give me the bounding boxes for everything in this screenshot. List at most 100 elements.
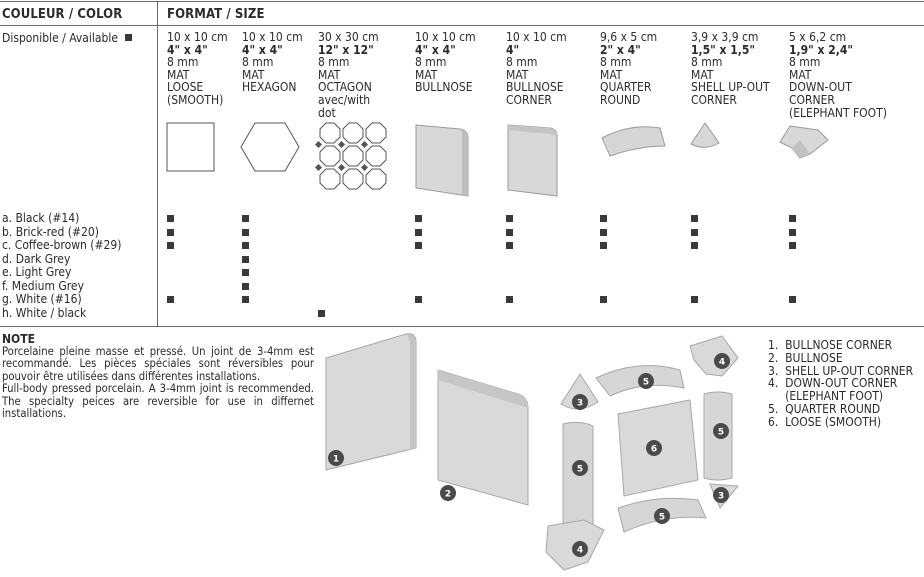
availability-square-icon xyxy=(242,296,249,303)
badge-3-bottom: 3 xyxy=(713,487,729,503)
svg-text:5: 5 xyxy=(577,465,583,475)
format-name: ROUND xyxy=(600,92,641,107)
format-name: BULLNOSE xyxy=(415,80,473,95)
svg-text:1: 1 xyxy=(333,455,339,465)
size-in: 4" xyxy=(506,42,520,57)
svg-text:2: 2 xyxy=(445,490,451,500)
finish: MAT xyxy=(318,67,341,82)
color-item: a. Black (#14) xyxy=(2,211,80,225)
color-item: e. Light Grey xyxy=(2,265,72,279)
finish: MAT xyxy=(789,67,812,82)
thickness: 8 mm xyxy=(600,55,632,70)
down-out-corner-tile-icon xyxy=(779,125,829,159)
availability-square-icon xyxy=(415,215,422,222)
format-name: dot xyxy=(318,105,336,120)
size-in: 1,9" x 2,4" xyxy=(789,42,853,57)
legend-item: 5. QUARTER ROUND xyxy=(768,401,881,416)
svg-text:6: 6 xyxy=(651,445,657,455)
bullnose-piece xyxy=(437,369,529,506)
size-cm: 3,9 x 3,9 cm xyxy=(691,30,759,44)
assembly-illustration: 1 2 3 4 5 5 6 5 3 5 4 xyxy=(325,333,739,571)
format-col-down-out-corner: 5 x 6,2 cm 1,9" x 2,4" 8 mm MAT DOWN-OUT… xyxy=(789,31,887,119)
format-name: SHELL UP-OUT xyxy=(691,80,770,95)
finish: MAT xyxy=(600,67,623,82)
size-in: 2" x 4" xyxy=(600,42,641,57)
availability-square-icon xyxy=(242,242,249,249)
loose-tile-icon xyxy=(166,122,215,172)
badge-1: 1 xyxy=(328,450,344,466)
format-name: (ELEPHANT FOOT) xyxy=(789,105,887,120)
availability-square-icon xyxy=(600,296,607,303)
svg-text:5: 5 xyxy=(643,378,649,388)
availability-square-icon xyxy=(600,228,607,236)
availability-square-icon xyxy=(167,215,174,222)
format-name: BULLNOSE xyxy=(506,80,564,95)
size-cm: 5 x 6,2 cm xyxy=(789,30,847,44)
format-name: avec/with xyxy=(318,92,371,107)
availability-square-icon xyxy=(789,215,796,222)
format-name: CORNER xyxy=(789,92,835,107)
size-in: 12" x 12" xyxy=(318,42,374,57)
format-name: LOOSE xyxy=(167,80,204,95)
size-in: 4" x 4" xyxy=(242,42,283,57)
availability-square-icon xyxy=(600,242,607,249)
color-item: c. Coffee-brown (#29) xyxy=(2,238,122,252)
badge-4-top: 4 xyxy=(714,353,730,369)
availability-square-icon xyxy=(691,228,698,236)
legend-item: 1. BULLNOSE CORNER xyxy=(768,338,893,352)
availability-square-icon xyxy=(506,215,513,222)
quarter-round-tile-icon xyxy=(601,126,666,157)
shell-corner-tile-icon xyxy=(690,122,720,148)
format-col-bullnose-corner: 10 x 10 cm 4" 8 mm MAT BULLNOSE CORNER xyxy=(506,31,567,107)
size-cm: 10 x 10 cm xyxy=(167,30,228,44)
availability-square-icon xyxy=(691,296,698,303)
svg-text:4: 4 xyxy=(577,546,583,556)
availability-square-icon xyxy=(600,215,607,222)
finish: MAT xyxy=(415,67,438,82)
format-col-loose: 10 x 10 cm 4" x 4" 8 mm MAT LOOSE (SMOOT… xyxy=(167,31,228,107)
availability-square-icon xyxy=(506,242,513,249)
thickness: 8 mm xyxy=(318,55,350,70)
hexagon-tile-icon xyxy=(240,122,300,172)
bullnose-tile-icon xyxy=(415,124,469,197)
note-title: NOTE xyxy=(2,332,35,346)
availability-square-icon xyxy=(789,228,796,236)
tile-thumbnails xyxy=(166,122,829,197)
color-item: d. Dark Grey xyxy=(2,251,71,266)
note-block: NOTE Porcelaine pleine masse et pressé. … xyxy=(2,332,314,420)
availability-square-icon xyxy=(415,242,422,249)
bullnose-corner-tile-icon xyxy=(507,124,558,197)
format-col-hexagon: 10 x 10 cm 4" x 4" 8 mm MAT HEXAGON xyxy=(242,31,303,94)
availability-square-icon xyxy=(242,228,249,236)
format-col-octagon: 30 x 30 cm 12" x 12" 8 mm MAT OCTAGON av… xyxy=(318,31,379,119)
format-col-shell-corner: 3,9 x 3,9 cm 1,5" x 1,5" 8 mm MAT SHELL … xyxy=(691,31,770,107)
color-item: b. Brick-red (#20) xyxy=(2,224,99,239)
badge-5-bottom: 5 xyxy=(654,508,670,524)
availability-square-icon xyxy=(242,282,249,290)
availability-square-icon xyxy=(242,255,249,263)
note-french: Porcelaine pleine masse et pressé. Un jo… xyxy=(2,345,314,383)
table-bottom-rule xyxy=(0,326,924,327)
format-name: OCTAGON xyxy=(318,80,372,95)
format-name: CORNER xyxy=(506,92,552,107)
thickness: 8 mm xyxy=(506,55,538,70)
legend-item: 6. LOOSE (SMOOTH) xyxy=(768,414,882,429)
legend-item: 2. BULLNOSE xyxy=(768,350,843,365)
top-rule xyxy=(0,1,924,2)
color-header: COULEUR / COLOR xyxy=(2,7,123,22)
size-in: 4" x 4" xyxy=(415,42,456,57)
svg-text:5: 5 xyxy=(718,428,724,438)
badge-2: 2 xyxy=(440,485,456,501)
availability-square-icon xyxy=(167,228,174,236)
format-name: CORNER xyxy=(691,92,737,107)
availability-square-icon xyxy=(691,215,698,222)
size-cm: 10 x 10 cm xyxy=(415,30,476,44)
badge-6: 6 xyxy=(646,440,662,456)
size-in: 1,5" x 1,5" xyxy=(691,42,755,57)
color-item: f. Medium Grey xyxy=(2,278,84,293)
badge-3-top: 3 xyxy=(572,394,588,410)
thickness: 8 mm xyxy=(415,55,447,70)
svg-text:3: 3 xyxy=(577,399,583,409)
available-label: Disponible / Available xyxy=(2,31,133,45)
thickness: 8 mm xyxy=(242,55,274,70)
